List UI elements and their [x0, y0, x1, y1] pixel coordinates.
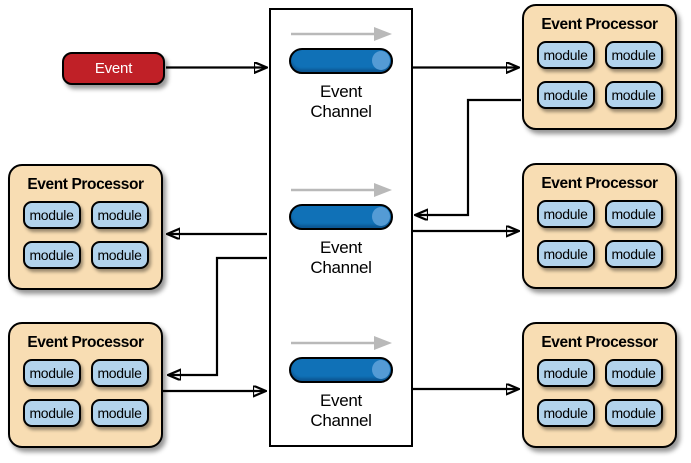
flow-arrow-icon	[291, 27, 392, 41]
event-channel-label: Event Channel	[310, 238, 372, 278]
module: module	[90, 399, 149, 428]
module-grid: module module module module	[22, 201, 149, 270]
module: module	[536, 200, 595, 229]
event-channel-2: Event Channel	[271, 181, 411, 279]
module: module	[604, 81, 663, 110]
module: module	[604, 200, 663, 229]
connector-channel2-to-processor-bl	[169, 256, 267, 375]
module: module	[22, 399, 81, 428]
event-channel-1: Event Channel	[271, 25, 411, 123]
module: module	[90, 201, 149, 230]
event-processor-middle-right: Event Processor module module module mod…	[522, 163, 677, 289]
flow-arrow-icon	[291, 336, 392, 350]
module: module	[536, 359, 595, 388]
module: module	[604, 359, 663, 388]
processor-title: Event Processor	[541, 334, 658, 351]
module: module	[604, 399, 663, 428]
event-channel-pipe-icon	[289, 357, 393, 383]
flow-arrow-icon	[291, 183, 392, 197]
module: module	[536, 240, 595, 269]
module: module	[90, 359, 149, 388]
event-processor-middle-left: Event Processor module module module mod…	[8, 164, 163, 290]
pipe-cap	[372, 51, 390, 70]
module: module	[604, 41, 663, 70]
connector-processor-tr-to-channel2	[416, 98, 521, 215]
module: module	[22, 241, 81, 270]
module-grid: module module module module	[22, 359, 149, 428]
module-grid: module module module module	[536, 200, 663, 269]
processor-title: Event Processor	[27, 334, 144, 351]
event-processor-bottom-right: Event Processor module module module mod…	[522, 322, 677, 448]
processor-title: Event Processor	[541, 175, 658, 192]
event-channel-pipe-icon	[289, 48, 393, 74]
event-channel-pipe-icon	[289, 204, 393, 230]
module: module	[536, 399, 595, 428]
event-channel-container: Event Channel Event Channel Event Channe…	[269, 8, 413, 447]
processor-title: Event Processor	[541, 16, 658, 33]
event-processor-bottom-left: Event Processor module module module mod…	[8, 322, 163, 448]
module: module	[536, 41, 595, 70]
module-grid: module module module module	[536, 359, 663, 428]
module-grid: module module module module	[536, 41, 663, 110]
module: module	[604, 240, 663, 269]
module: module	[90, 241, 149, 270]
event-node: Event	[62, 52, 165, 85]
processor-title: Event Processor	[27, 176, 144, 193]
module: module	[536, 81, 595, 110]
pipe-cap	[372, 360, 390, 379]
event-processor-top-right: Event Processor module module module mod…	[522, 4, 677, 130]
event-channel-label: Event Channel	[310, 391, 372, 431]
module: module	[22, 201, 81, 230]
pipe-cap	[372, 207, 390, 226]
event-label: Event	[94, 60, 133, 77]
event-channel-label: Event Channel	[310, 82, 372, 122]
module: module	[22, 359, 81, 388]
event-channel-3: Event Channel	[271, 334, 411, 432]
